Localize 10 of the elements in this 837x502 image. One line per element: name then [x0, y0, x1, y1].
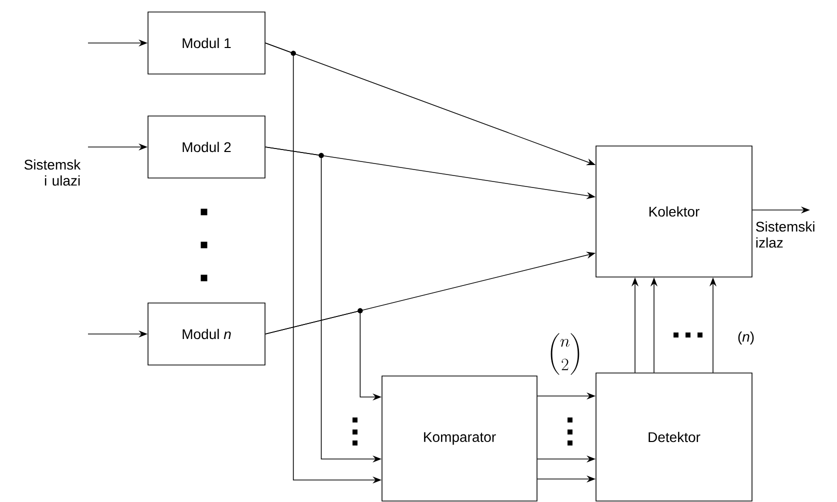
comparator-box: Komparator: [382, 376, 538, 502]
output-label: Sistemski izlaz: [756, 221, 814, 248]
module-box: Modul 1: [148, 12, 266, 74]
binomial-label: $\binom{n}{2}$: [550, 333, 580, 375]
input-label: Sistemsk i ulazi: [24, 159, 81, 186]
count-label: (n): [738, 331, 754, 344]
detector-box: Detektor: [596, 372, 752, 502]
module-box: Modul n: [148, 302, 266, 366]
collector-box: Kolektor: [596, 146, 752, 278]
module-box: Modul 2: [148, 116, 266, 178]
